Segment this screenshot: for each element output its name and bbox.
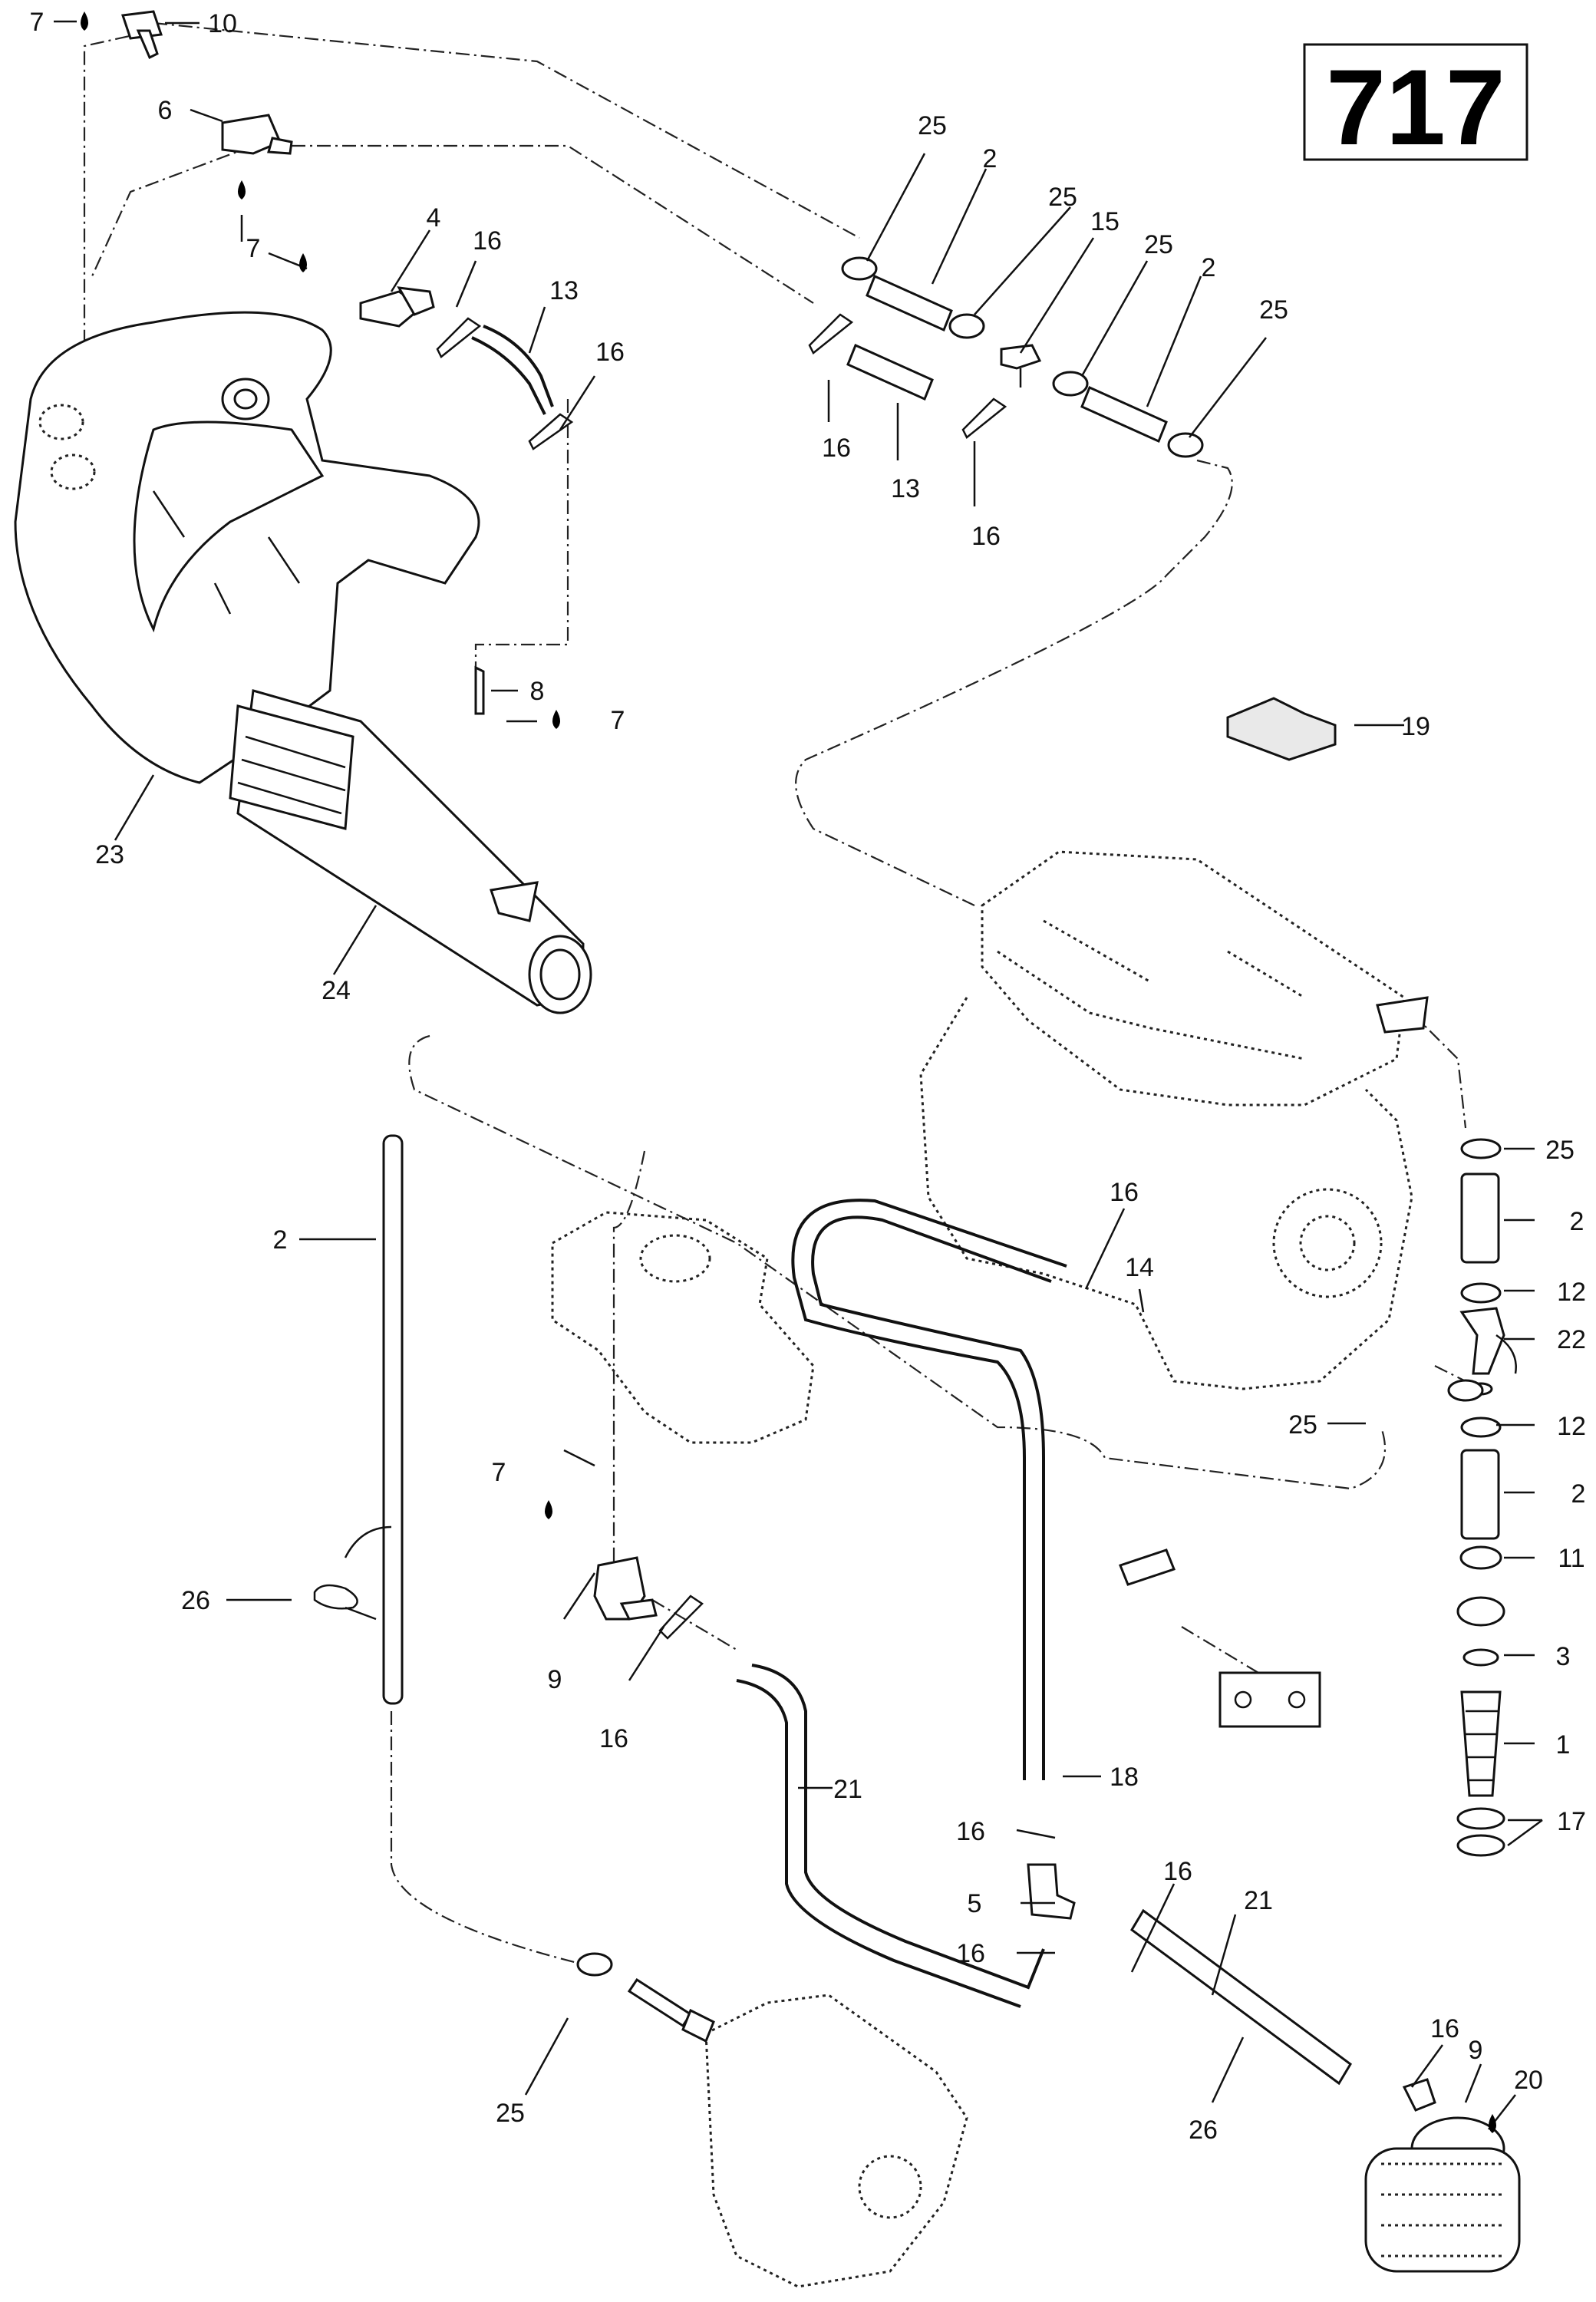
callout: 1 bbox=[1556, 1730, 1571, 1759]
callout: 16 bbox=[956, 1939, 985, 1968]
callout: 16 bbox=[971, 522, 1001, 551]
callout: 14 bbox=[1125, 1253, 1154, 1282]
leader-lines bbox=[54, 20, 1543, 2130]
callout: 25 bbox=[1288, 1410, 1317, 1440]
hoses-upper bbox=[436, 256, 1204, 458]
callout: 7 bbox=[611, 706, 625, 735]
callout: 16 bbox=[956, 1817, 985, 1846]
exhaust-manifold bbox=[14, 311, 480, 784]
callout: 16 bbox=[473, 226, 502, 256]
callout: 25 bbox=[1048, 183, 1077, 212]
clamp-left bbox=[313, 1584, 377, 1621]
clip bbox=[1226, 697, 1337, 761]
routing-lines bbox=[83, 21, 1467, 1966]
callout: 10 bbox=[208, 9, 237, 38]
callout: 4 bbox=[427, 203, 441, 233]
callout: 23 bbox=[95, 840, 124, 869]
callout: 16 bbox=[1163, 1857, 1192, 1886]
callout: 16 bbox=[595, 338, 625, 367]
diagram-code-box bbox=[1303, 43, 1528, 161]
callout: 17 bbox=[1557, 1807, 1586, 1836]
callout-labels: 7 10 6 7 4 16 13 16 25 2 25 15 25 2 25 1… bbox=[30, 8, 1586, 2145]
engine-block bbox=[919, 850, 1429, 1390]
callout: 25 bbox=[918, 111, 947, 140]
callout: 13 bbox=[549, 276, 579, 305]
callout: 12 bbox=[1557, 1278, 1586, 1307]
callout: 12 bbox=[1557, 1412, 1586, 1441]
callout: 25 bbox=[1144, 230, 1173, 259]
jet-pump bbox=[704, 1994, 968, 2288]
callout: 21 bbox=[833, 1775, 862, 1804]
callout: 6 bbox=[158, 96, 173, 125]
elbow-fitting-left bbox=[593, 1556, 704, 1640]
callout: 26 bbox=[1189, 2116, 1218, 2145]
callout: 9 bbox=[1469, 2036, 1483, 2065]
callout: 19 bbox=[1401, 712, 1430, 741]
callout: 7 bbox=[492, 1458, 506, 1487]
callout: 26 bbox=[181, 1586, 210, 1615]
filter-assembly bbox=[1364, 2078, 1521, 2273]
callout: 3 bbox=[1556, 1642, 1571, 1671]
callout: 21 bbox=[1244, 1886, 1273, 1915]
callout: 18 bbox=[1110, 1763, 1139, 1792]
sealant-drop-icon bbox=[238, 180, 246, 200]
lower-left-fitting bbox=[576, 1952, 715, 2043]
callout: 13 bbox=[891, 474, 920, 503]
sealant-drop-icon bbox=[81, 12, 88, 31]
callout: 2 bbox=[1570, 1207, 1584, 1236]
callout: 2 bbox=[1571, 1479, 1586, 1509]
callout: 7 bbox=[246, 234, 261, 263]
sealant-drop-icon bbox=[552, 710, 560, 729]
callout: 9 bbox=[548, 1665, 562, 1694]
fittings-top-left bbox=[120, 10, 485, 715]
callout: 25 bbox=[1259, 295, 1288, 325]
callout: 24 bbox=[322, 976, 351, 1005]
callout: 16 bbox=[822, 434, 851, 463]
callout: 15 bbox=[1090, 207, 1120, 236]
callout: 2 bbox=[1202, 253, 1216, 282]
callout: 25 bbox=[1545, 1136, 1575, 1165]
sealant-drop-icon bbox=[1489, 2114, 1496, 2133]
callout: 8 bbox=[530, 677, 545, 706]
callout: 2 bbox=[273, 1225, 288, 1255]
callout: 16 bbox=[599, 1724, 628, 1753]
callout: 20 bbox=[1514, 2066, 1543, 2095]
callout: 11 bbox=[1558, 1544, 1584, 1573]
callout: 25 bbox=[496, 2099, 525, 2128]
callout: 7 bbox=[30, 8, 45, 37]
callout: 22 bbox=[1557, 1325, 1586, 1354]
right-stack bbox=[1447, 1138, 1517, 1857]
pump-housing bbox=[551, 1211, 815, 1444]
callout: 2 bbox=[983, 144, 998, 173]
callout: 16 bbox=[1110, 1178, 1139, 1207]
drop-icons bbox=[81, 12, 1496, 2133]
sealant-drop-icon bbox=[545, 1500, 552, 1519]
callout: 5 bbox=[968, 1889, 982, 1918]
callout: 16 bbox=[1430, 2014, 1459, 2043]
tail-cone bbox=[229, 689, 592, 1014]
hose-left-vertical bbox=[382, 1134, 404, 1705]
diagram-code: 717 bbox=[1326, 47, 1505, 167]
sealant-drop-icon bbox=[299, 253, 307, 272]
lower-hoses bbox=[736, 1199, 1352, 2086]
